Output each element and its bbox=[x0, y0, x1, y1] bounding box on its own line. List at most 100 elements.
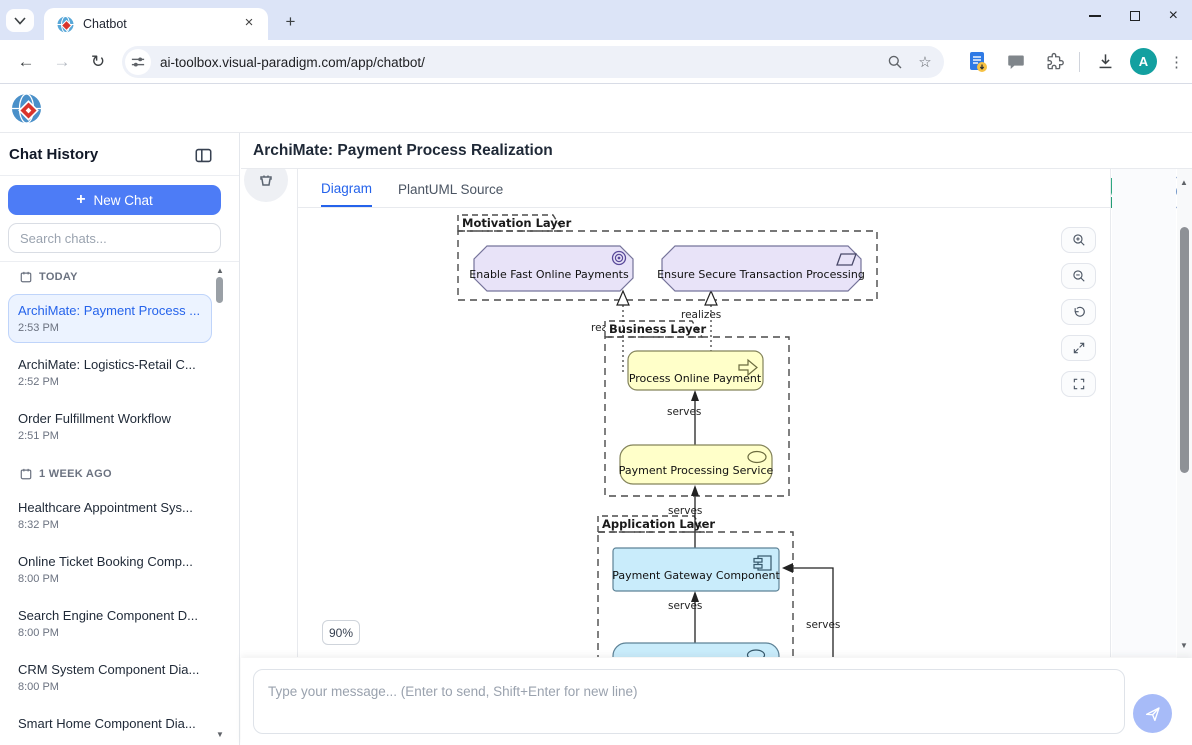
application-layer-label: Application Layer bbox=[602, 517, 715, 531]
magnifier-icon bbox=[888, 55, 902, 69]
chat-history-sidebar: Chat History + New Chat TODAY ArchiMate:… bbox=[0, 133, 240, 745]
site-info-chip[interactable] bbox=[125, 49, 151, 75]
tab-diagram[interactable]: Diagram bbox=[321, 170, 373, 207]
fullscreen-button[interactable] bbox=[1061, 371, 1096, 397]
chat-item-title: ArchiMate: Logistics-Retail C... bbox=[18, 357, 196, 372]
chat-item-crm-system[interactable]: CRM System Component Dia... 8:00 PM bbox=[8, 653, 212, 702]
business-process-label: Process Online Payment bbox=[629, 372, 762, 385]
panel-toggle-glyph bbox=[195, 148, 211, 162]
new-chat-label: New Chat bbox=[93, 192, 153, 208]
comment-glyph bbox=[1008, 54, 1024, 69]
business-layer-label: Business Layer bbox=[609, 322, 706, 336]
application-service-node-clipped bbox=[612, 642, 780, 657]
chat-item-healthcare[interactable]: Healthcare Appointment Sys... 8:32 PM bbox=[8, 491, 212, 540]
sidebar-scroll-down-icon[interactable]: ▼ bbox=[216, 730, 224, 739]
zoom-out-button[interactable] bbox=[1061, 263, 1096, 289]
zoom-out-icon bbox=[1072, 270, 1085, 282]
transcript-scroll-up-icon[interactable]: ▲ bbox=[1180, 178, 1188, 187]
serves-arrowhead-business bbox=[691, 390, 699, 401]
address-bar[interactable]: ai-toolbox.visual-paradigm.com/app/chatb… bbox=[122, 46, 944, 78]
collapse-sidebar-icon[interactable] bbox=[193, 145, 213, 165]
tab-title: Chatbot bbox=[83, 17, 127, 31]
message-input[interactable] bbox=[253, 669, 1125, 734]
chat-item-smart-home[interactable]: Smart Home Component Dia... bbox=[8, 707, 212, 744]
search-chats-input[interactable] bbox=[8, 223, 221, 253]
tab-search-button[interactable] bbox=[6, 9, 34, 32]
section-label: 1 WEEK AGO bbox=[39, 468, 112, 480]
sidebar-scrollbar-thumb[interactable] bbox=[216, 277, 223, 303]
realization-arrowhead-goal bbox=[616, 289, 630, 306]
chat-list: TODAY ArchiMate: Payment Process ... 2:5… bbox=[0, 262, 228, 745]
fullscreen-icon bbox=[1073, 378, 1084, 390]
browser-tab-chatbot[interactable]: Chatbot × bbox=[44, 8, 268, 40]
goal-node bbox=[473, 245, 634, 292]
comment-extension-icon[interactable] bbox=[1003, 49, 1029, 75]
download-glyph bbox=[1099, 54, 1111, 69]
sidebar-header: Chat History bbox=[0, 133, 239, 176]
conversation-titlebar: ArchiMate: Payment Process Realization bbox=[241, 133, 1192, 169]
requirement-node bbox=[661, 245, 862, 292]
back-icon[interactable]: ← bbox=[17, 52, 35, 71]
edge-label-realizes-requirement: realizes bbox=[681, 309, 721, 321]
calendar-icon bbox=[20, 271, 32, 283]
window-close-icon[interactable]: × bbox=[1168, 7, 1178, 24]
send-plane-icon bbox=[1145, 706, 1160, 721]
chat-item-ticket-booking[interactable]: Online Ticket Booking Comp... 8:00 PM bbox=[8, 545, 212, 594]
reset-view-button[interactable] bbox=[1061, 299, 1096, 325]
chat-item-title: Smart Home Component Dia... bbox=[18, 716, 196, 731]
url-text[interactable]: ai-toolbox.visual-paradigm.com/app/chatb… bbox=[160, 54, 425, 70]
chat-item-search-engine[interactable]: Search Engine Component D... 8:00 PM bbox=[8, 599, 212, 648]
sidebar-scroll-up-icon[interactable]: ▲ bbox=[216, 266, 224, 275]
new-chat-button[interactable]: + New Chat bbox=[8, 185, 221, 215]
section-label: TODAY bbox=[39, 271, 78, 283]
transcript-scrollbar-thumb[interactable] bbox=[1180, 227, 1189, 473]
forward-icon[interactable]: → bbox=[53, 52, 71, 71]
chat-item-logistics-retail[interactable]: ArchiMate: Logistics-Retail C... 2:52 PM bbox=[8, 348, 212, 397]
bookmark-star-icon[interactable]: ☆ bbox=[918, 54, 932, 71]
zoom-level-badge: 90% bbox=[322, 620, 360, 645]
visual-paradigm-logo bbox=[12, 93, 41, 124]
docs-offline-icon[interactable] bbox=[965, 49, 991, 75]
motivation-layer-tab bbox=[457, 214, 565, 232]
transcript-gutter bbox=[1112, 169, 1176, 657]
browser-profile-avatar[interactable]: A bbox=[1130, 48, 1157, 75]
window-maximize-icon[interactable] bbox=[1129, 11, 1140, 21]
zoom-page-icon[interactable] bbox=[884, 51, 906, 73]
sidebar-divider bbox=[0, 261, 239, 262]
edge-label-serves-business: serves bbox=[667, 406, 701, 418]
message-composer bbox=[241, 658, 1192, 745]
downloads-icon[interactable] bbox=[1092, 49, 1118, 75]
transcript-scroll-down-icon[interactable]: ▼ bbox=[1180, 641, 1188, 650]
extensions-puzzle-icon[interactable] bbox=[1041, 49, 1067, 75]
reload-icon[interactable]: ↻ bbox=[90, 52, 106, 71]
zoom-in-button[interactable] bbox=[1061, 227, 1096, 253]
edge-label-serves-service: serves bbox=[668, 505, 702, 517]
expand-icon bbox=[1073, 342, 1084, 354]
motivation-layer-label: Motivation Layer bbox=[462, 216, 572, 230]
chat-item-order-fulfillment[interactable]: Order Fulfillment Workflow 2:51 PM bbox=[8, 402, 212, 451]
goal-node-label: Enable Fast Online Payments bbox=[469, 268, 629, 281]
plus-icon: + bbox=[76, 191, 86, 208]
visual-paradigm-favicon bbox=[57, 15, 74, 33]
new-tab-button[interactable]: + bbox=[285, 12, 296, 31]
serves-arrowhead-service bbox=[691, 485, 699, 496]
chat-item-time: 2:53 PM bbox=[18, 322, 59, 334]
chat-item-payment-process[interactable]: ArchiMate: Payment Process ... 2:53 PM bbox=[8, 294, 212, 343]
goal-target-icon bbox=[611, 250, 627, 266]
puzzle-glyph bbox=[1046, 52, 1064, 70]
browser-menu-icon[interactable]: ⋮ bbox=[1169, 53, 1184, 71]
chat-item-time: 8:00 PM bbox=[18, 573, 59, 585]
chat-item-title: Search Engine Component D... bbox=[18, 608, 198, 623]
service-oval-icon bbox=[747, 450, 767, 464]
fit-expand-button[interactable] bbox=[1061, 335, 1096, 361]
serves-arrowhead-right bbox=[782, 563, 793, 573]
chat-item-time: 8:00 PM bbox=[18, 627, 59, 639]
motivation-layer-group bbox=[457, 230, 878, 301]
tab-plantuml-source[interactable]: PlantUML Source bbox=[398, 181, 504, 197]
calendar-icon bbox=[20, 468, 32, 480]
diagram-canvas[interactable]: realizes realizes Motivation Layer Busin… bbox=[298, 209, 1111, 657]
send-button[interactable] bbox=[1133, 694, 1172, 733]
window-minimize-icon[interactable] bbox=[1088, 15, 1101, 17]
tab-close-icon[interactable]: × bbox=[244, 14, 254, 31]
